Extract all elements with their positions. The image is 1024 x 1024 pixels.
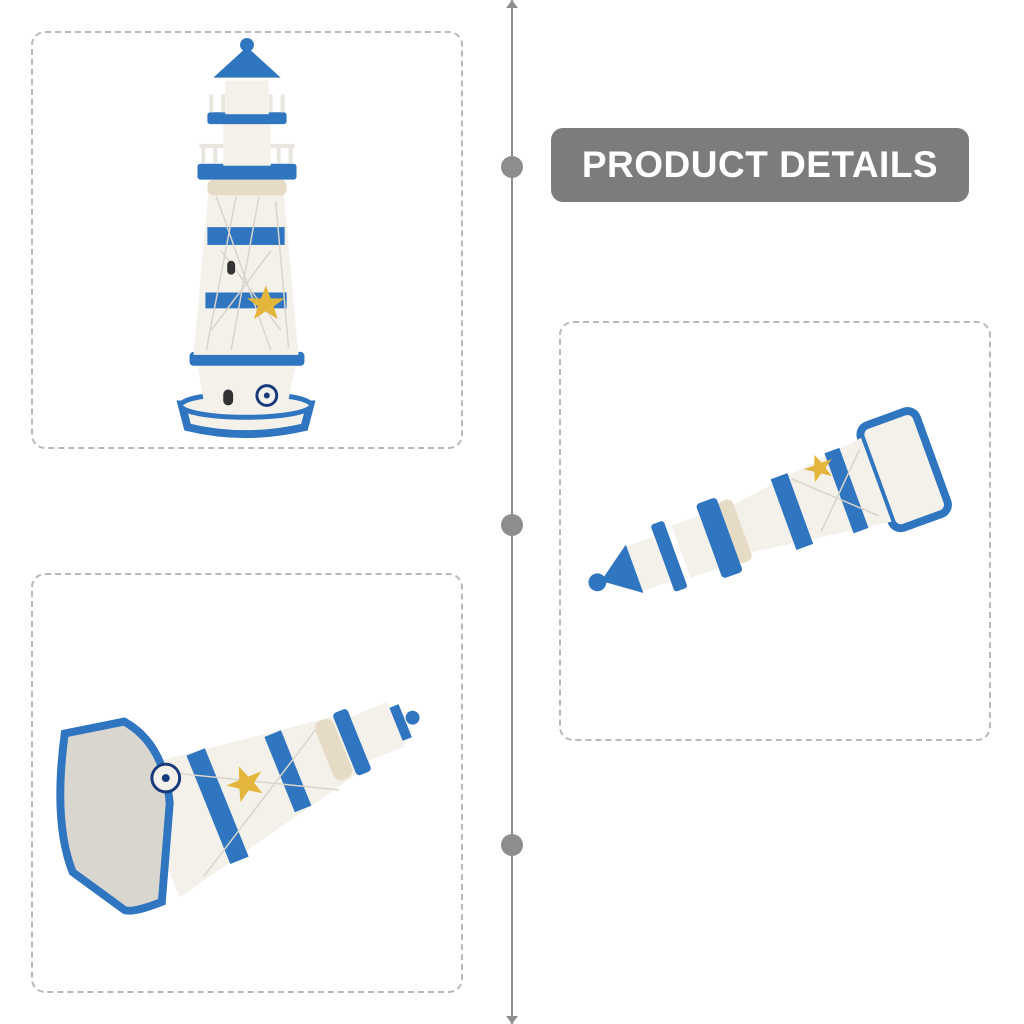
timeline-dot — [501, 156, 523, 178]
lighthouse-icon — [176, 37, 316, 439]
page-title: PRODUCT DETAILS — [581, 144, 939, 185]
lighthouse-icon — [56, 702, 420, 915]
product-photo-lying-left — [559, 321, 991, 741]
product-photo-upright — [31, 31, 463, 449]
lighthouse-icon — [588, 407, 952, 593]
timeline-line — [511, 0, 513, 1024]
product-details-badge: PRODUCT DETAILS — [551, 128, 969, 202]
product-photo-base-front — [31, 573, 463, 993]
timeline-arrow-up-icon — [506, 0, 518, 8]
timeline-dot — [501, 514, 523, 536]
timeline-arrow-down-icon — [506, 1016, 518, 1024]
timeline-dot — [501, 834, 523, 856]
